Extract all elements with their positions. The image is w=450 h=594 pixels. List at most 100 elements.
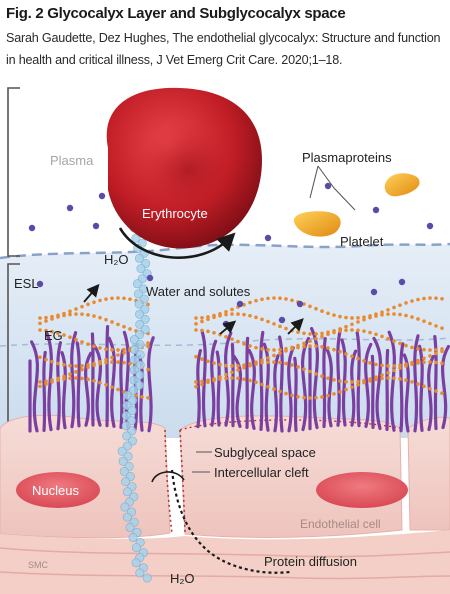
water-droplet	[131, 543, 141, 553]
solute-dot	[92, 344, 96, 349]
glycocalyx-fiber	[245, 336, 250, 429]
water-droplet	[132, 279, 142, 289]
solute-dot	[272, 353, 276, 358]
solute-dot	[236, 364, 240, 368]
glycocalyx-fiber	[273, 354, 280, 433]
plasma-protein	[264, 234, 272, 242]
solute-dot	[410, 315, 414, 319]
water-droplet	[131, 558, 141, 568]
solute-dot	[146, 344, 150, 349]
water-droplet	[131, 233, 141, 243]
solute-dot	[272, 322, 276, 326]
solute-dot	[434, 296, 438, 300]
label-endothelial-cell: Endothelial cell	[300, 517, 381, 531]
solute-dot	[38, 316, 42, 320]
solute-dot	[68, 335, 72, 340]
solute-dot	[260, 347, 264, 351]
solute-dot	[386, 364, 390, 368]
glycocalyx-fiber	[262, 342, 270, 432]
solute-dot	[404, 313, 408, 318]
solute-dot	[398, 363, 402, 368]
solute-dot	[314, 372, 318, 376]
solute-dot	[326, 393, 330, 398]
glycocalyx-fiber	[287, 346, 295, 433]
solute-dot	[368, 378, 372, 383]
label-water-solutes: Water and solutes	[146, 284, 251, 299]
solute-dot	[44, 328, 48, 333]
solute-dot	[314, 344, 318, 348]
water-droplet	[135, 370, 145, 380]
solute-dot	[74, 376, 78, 380]
solute-dot	[434, 351, 438, 356]
water-droplet	[130, 345, 140, 355]
label-esl: ESL	[14, 276, 39, 291]
solute-dot	[56, 315, 60, 319]
label-plasmaproteins: Plasmaproteins	[302, 150, 392, 165]
water-droplet	[122, 487, 132, 497]
glycocalyx-fiber	[230, 343, 235, 428]
solute-dot	[296, 330, 300, 334]
solute-dot	[338, 390, 342, 394]
solute-dot	[224, 372, 228, 377]
solute-dot	[338, 379, 342, 383]
solute-dot	[320, 309, 324, 313]
solute-dot	[62, 377, 66, 381]
solute-dot	[116, 387, 120, 392]
plasma-protein	[92, 222, 100, 230]
solute-dot	[272, 360, 276, 364]
solute-dot	[122, 324, 126, 329]
solute-dot	[410, 345, 414, 350]
solute-dot	[386, 336, 390, 341]
solute-dot	[278, 296, 282, 301]
solute-dot	[398, 341, 402, 346]
solute-dot	[218, 313, 222, 318]
water-droplet	[129, 335, 139, 345]
solute-dot	[236, 368, 240, 372]
plasma-protein	[66, 204, 74, 212]
solute-dot	[284, 349, 288, 353]
plasma-protein	[236, 300, 244, 308]
glycocalyx-fiber	[385, 348, 390, 432]
solute-dot	[236, 376, 240, 381]
solute-dot	[200, 379, 204, 384]
solute-dot	[356, 320, 360, 324]
glycocalyx-fiber	[45, 331, 53, 432]
solute-dot	[224, 312, 228, 317]
solute-dot	[206, 317, 210, 322]
solute-dot	[200, 319, 204, 324]
solute-dot	[122, 347, 126, 352]
solute-dot	[422, 360, 426, 365]
solute-dot	[116, 322, 120, 327]
solute-dot	[242, 312, 246, 317]
solute-dot	[302, 344, 306, 349]
solute-dot	[122, 296, 126, 301]
solute-dot	[416, 297, 420, 302]
label-plasma: Plasma	[50, 153, 94, 168]
solute-dot	[254, 345, 258, 350]
nucleus-right	[316, 472, 408, 508]
solute-dot	[392, 376, 396, 380]
solute-dot	[284, 391, 288, 396]
solute-dot	[332, 347, 336, 352]
solute-dot	[242, 365, 246, 370]
solute-dot	[362, 380, 366, 385]
solute-dot	[380, 373, 384, 377]
solute-dot	[428, 296, 432, 300]
solute-dot	[410, 299, 414, 303]
solute-dot	[326, 332, 330, 337]
solute-dot	[116, 360, 120, 364]
solute-dot	[80, 363, 84, 368]
plasma-protein	[398, 278, 406, 286]
solute-dot	[332, 392, 336, 396]
solute-dot	[92, 314, 96, 318]
solute-dot	[224, 376, 228, 381]
solute-dot	[38, 355, 42, 359]
solute-dot	[242, 342, 246, 346]
solute-dot	[80, 340, 84, 344]
water-droplet	[135, 568, 145, 578]
solute-dot	[62, 363, 66, 367]
solute-dot	[272, 348, 276, 352]
solute-dot	[326, 346, 330, 350]
solute-dot	[128, 297, 132, 301]
solute-dot	[110, 348, 114, 352]
